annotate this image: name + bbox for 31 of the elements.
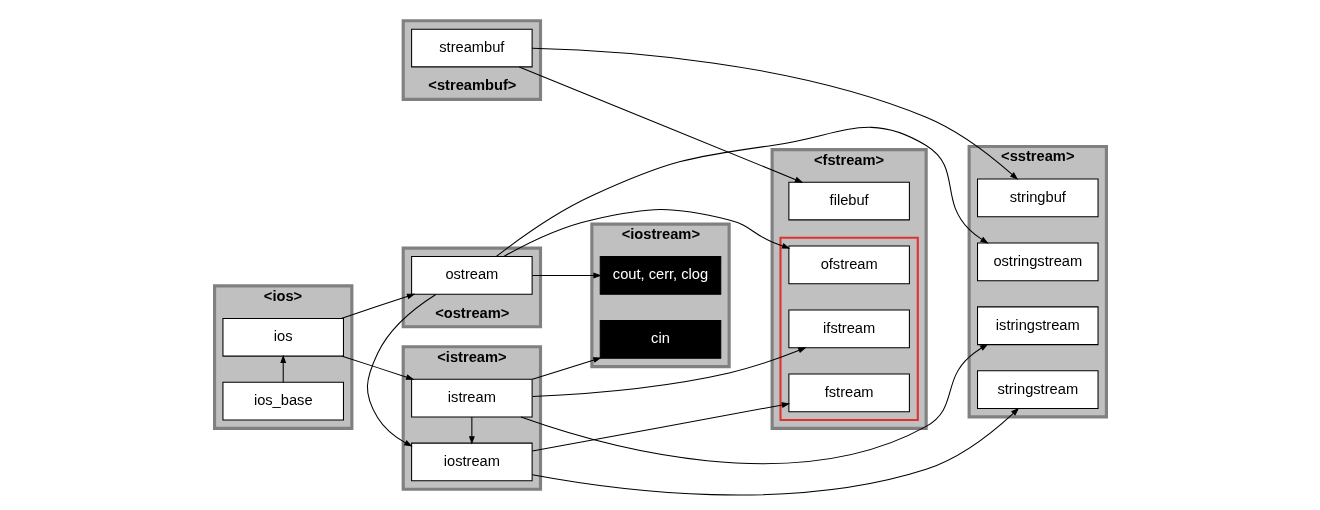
arrow (531, 407, 1019, 496)
arrow (531, 47, 1018, 180)
arrow (279, 354, 286, 383)
arrow (531, 357, 602, 380)
node-box: cin (599, 319, 721, 359)
arrow (495, 126, 989, 258)
arrow (340, 293, 415, 319)
arrow (519, 343, 988, 464)
node-box: istringstream (976, 306, 1099, 346)
arrow (531, 347, 807, 398)
arrow (341, 355, 414, 380)
node-box: istream (410, 378, 533, 418)
node-box: ostringstream (976, 242, 1099, 282)
node-box: ifstream (787, 309, 910, 349)
arrow (518, 66, 803, 183)
node-box: ios (221, 317, 344, 357)
arrow (468, 416, 475, 445)
node-box: ofstream (787, 245, 910, 285)
arrow (366, 293, 436, 447)
arrow (531, 272, 602, 279)
node-box: fstream (787, 373, 910, 413)
node-box: filebuf (787, 181, 910, 221)
node-box: iostream (410, 442, 533, 482)
arrow (502, 209, 790, 257)
node-box: stringstream (976, 370, 1099, 410)
node-box: stringbuf (976, 178, 1099, 218)
node-box: ostream (410, 256, 533, 295)
arrow (531, 402, 790, 452)
node-box: ios_base (221, 381, 344, 421)
node-box: cout, cerr, clog (599, 256, 721, 295)
node-box: streambuf (410, 28, 533, 68)
